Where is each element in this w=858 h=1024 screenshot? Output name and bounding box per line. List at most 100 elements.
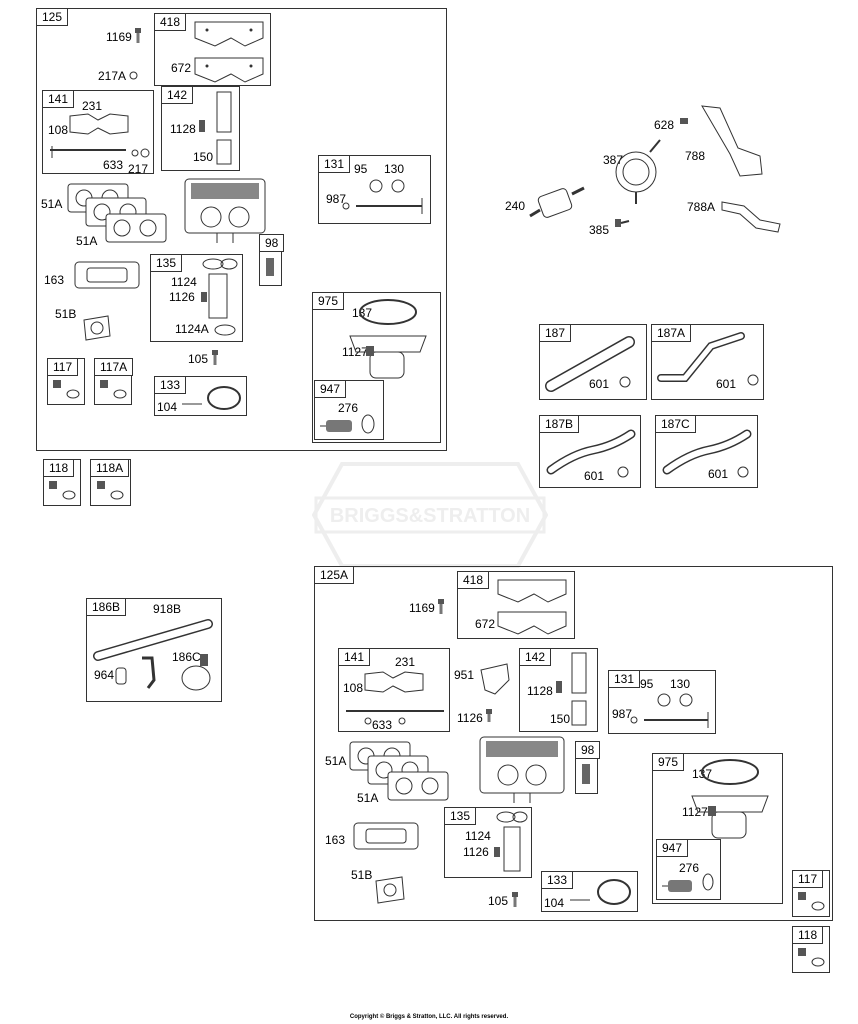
- kit-box-117-lower: 117: [792, 870, 830, 917]
- part-104-lower: 104: [544, 896, 565, 910]
- part-633-lower: 633: [372, 718, 393, 732]
- brand-watermark-logo: BRIGGS&STRATTON: [312, 462, 548, 568]
- gasket-418-lower-drawing: [497, 579, 567, 635]
- kit-box-975: 975: [312, 292, 441, 443]
- hose-187B-drawing: [546, 429, 636, 478]
- part-1128-lower: 1128: [527, 684, 553, 698]
- part-633: 633: [103, 158, 124, 172]
- kit-label-142: 142: [161, 86, 194, 104]
- part-130-lower: 130: [670, 677, 691, 691]
- part-150: 150: [193, 150, 214, 164]
- kit-box-947-lower: 947: [656, 839, 721, 900]
- part-104: 104: [157, 400, 178, 414]
- part-1126-lower-b: 1126: [457, 711, 483, 725]
- part-231-lower: 231: [395, 655, 416, 669]
- kit-box-118A: 118A: [90, 459, 131, 506]
- gaskets-51A-drawing: [67, 183, 167, 243]
- fuel-line-186B-drawing: [93, 619, 213, 691]
- kit-label-142-lower: 142: [519, 648, 552, 666]
- ring-133-lower-drawing: [570, 879, 631, 905]
- kit-box-141: 141: [42, 90, 154, 174]
- hose-187C-drawing: [662, 429, 752, 478]
- kit-label-975-lower: 975: [652, 753, 685, 771]
- part-1127: 1127: [342, 345, 368, 359]
- kit-box-117: 117: [47, 358, 85, 405]
- kit-label-186B: 186B: [86, 598, 127, 616]
- gasket-51B-drawing: [83, 315, 111, 341]
- plate-951-drawing: [480, 663, 510, 695]
- part-1124A: 1124A: [175, 322, 209, 336]
- part-601-187C: 601: [708, 467, 729, 481]
- gasket-163-lower-drawing: [353, 822, 419, 850]
- kit-box-118: 118: [43, 459, 81, 506]
- nut-217A-drawing: [129, 71, 138, 80]
- bracket-788A-drawing: [721, 201, 781, 233]
- float-bowl-975-drawing: [349, 299, 427, 379]
- kit-box-187B: 187B: [539, 415, 641, 488]
- part-95: 95: [354, 162, 368, 176]
- part-51B-lower: 51B: [351, 868, 373, 882]
- plate-142-lower-drawing: [556, 652, 587, 726]
- carburetor-drawing: [184, 178, 266, 243]
- screw-118-lower-drawing: [798, 948, 825, 967]
- kit-label-135-lower: 135: [444, 807, 477, 825]
- part-1124: 1124: [171, 275, 197, 289]
- gasket-108-lower-drawing: [364, 671, 424, 693]
- kit-box-125A: 125A: [314, 566, 833, 921]
- part-95-lower: 95: [640, 677, 654, 691]
- gasket-108-drawing: [69, 113, 129, 135]
- kit-box-186B: 186B: [86, 598, 222, 702]
- float-135-drawing: [201, 258, 238, 336]
- part-601-187: 601: [589, 377, 610, 391]
- part-231: 231: [82, 99, 103, 113]
- kit-box-187C: 187C: [655, 415, 758, 488]
- gasket-51B-lower-drawing: [375, 876, 405, 904]
- kit-box-187: 187: [539, 324, 647, 400]
- kit-label-947: 947: [314, 380, 347, 398]
- kit-box-142-lower: 142: [519, 648, 598, 732]
- kit-label-117-lower: 117: [792, 870, 824, 888]
- kit-box-133: 133: [154, 376, 247, 416]
- part-163: 163: [44, 273, 65, 287]
- screw-385-drawing: [615, 219, 630, 227]
- jet-98-drawing: [266, 258, 274, 276]
- kit-label-118A: 118A: [90, 459, 130, 477]
- part-964: 964: [94, 668, 115, 682]
- part-601-187A: 601: [716, 377, 737, 391]
- part-51A-upper: 51A: [41, 197, 63, 211]
- hose-187A-drawing: [657, 332, 759, 386]
- kit-label-133: 133: [154, 376, 187, 394]
- part-1128: 1128: [170, 122, 196, 136]
- part-1169-lower: 1169: [409, 601, 435, 615]
- part-240: 240: [505, 199, 526, 213]
- copyright-notice: Copyright © Briggs & Stratton, LLC. All …: [349, 1014, 509, 1020]
- gasket-163-drawing: [74, 261, 140, 289]
- fuel-filter-240-drawing: [529, 186, 585, 218]
- nuts-217-drawing: [131, 148, 150, 158]
- screw-117A-drawing: [100, 380, 127, 399]
- kit-label-131: 131: [318, 155, 351, 173]
- kit-label-135: 135: [150, 254, 183, 272]
- rod-633-lower-drawing: [346, 710, 444, 725]
- part-987: 987: [326, 192, 347, 206]
- kit-box-141-lower: 141: [338, 648, 450, 732]
- part-385: 385: [589, 223, 610, 237]
- part-951: 951: [454, 668, 475, 682]
- rod-633-drawing: [50, 146, 126, 158]
- part-1126-lower: 1126: [463, 845, 489, 859]
- kit-box-125: 125: [36, 8, 447, 451]
- part-1126: 1126: [169, 290, 195, 304]
- kit-box-133-lower: 133: [541, 871, 638, 912]
- hose-187-drawing: [545, 336, 635, 392]
- fuel-pump-387-drawing: [615, 139, 661, 204]
- kit-label-118: 118: [43, 459, 75, 477]
- screw-117-drawing: [53, 380, 80, 399]
- part-137: 137: [352, 306, 373, 320]
- kit-label-187: 187: [539, 324, 572, 342]
- part-51B: 51B: [55, 307, 77, 321]
- part-1124-lower: 1124: [465, 829, 491, 843]
- brand-watermark-text: BRIGGS&STRATTON: [330, 505, 530, 527]
- part-150-lower: 150: [550, 712, 571, 726]
- part-788: 788: [685, 149, 706, 163]
- part-186C: 186C: [172, 650, 201, 664]
